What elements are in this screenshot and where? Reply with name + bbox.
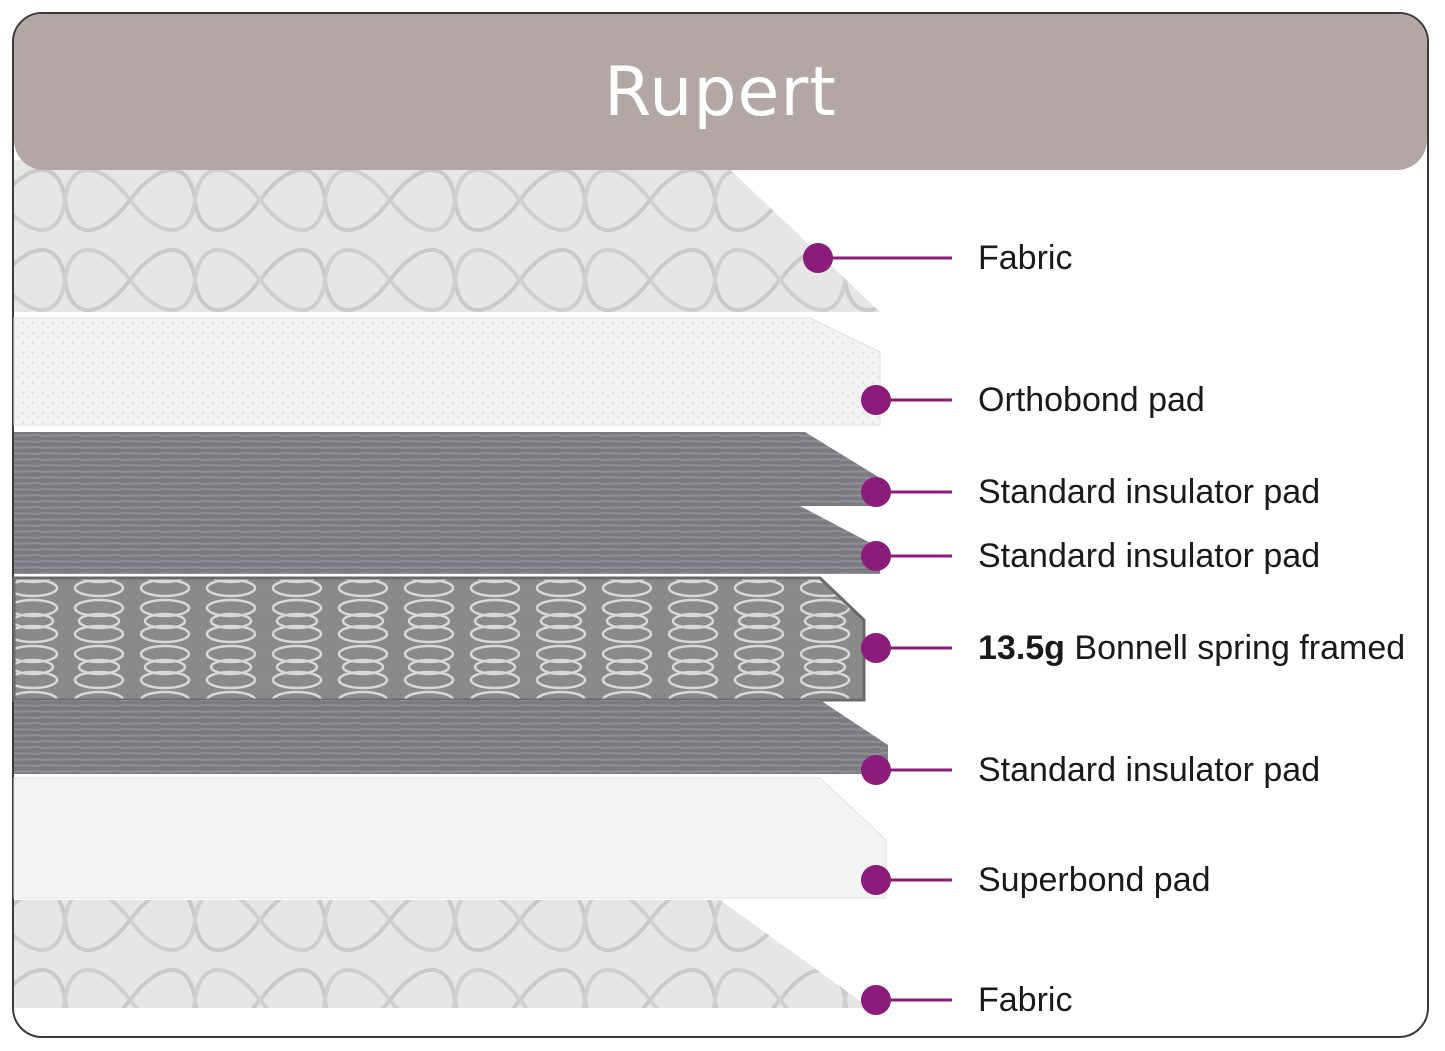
leader-dot-icon — [861, 541, 891, 571]
leader-dot-icon — [861, 385, 891, 415]
title-banner: Rupert — [14, 14, 1427, 170]
leader-lines — [803, 243, 952, 1015]
leader-dot-icon — [803, 243, 833, 273]
leader-dot-icon — [861, 633, 891, 663]
spring-unit-layer — [12, 576, 866, 702]
superbond-layer — [13, 777, 887, 899]
leader-dot-icon — [861, 865, 891, 895]
insulator-layer-3 — [14, 700, 888, 774]
leader-dot-icon — [861, 755, 891, 785]
orthobond-layer — [13, 317, 881, 426]
fabric-top-layer — [14, 160, 880, 312]
page-title: Rupert — [604, 52, 837, 132]
insulator-layer-2 — [14, 506, 880, 574]
leader-dot-icon — [861, 985, 891, 1015]
leader-dot-icon — [861, 477, 891, 507]
insulator-layer-1 — [14, 432, 880, 506]
fabric-bottom-layer — [14, 900, 870, 1008]
